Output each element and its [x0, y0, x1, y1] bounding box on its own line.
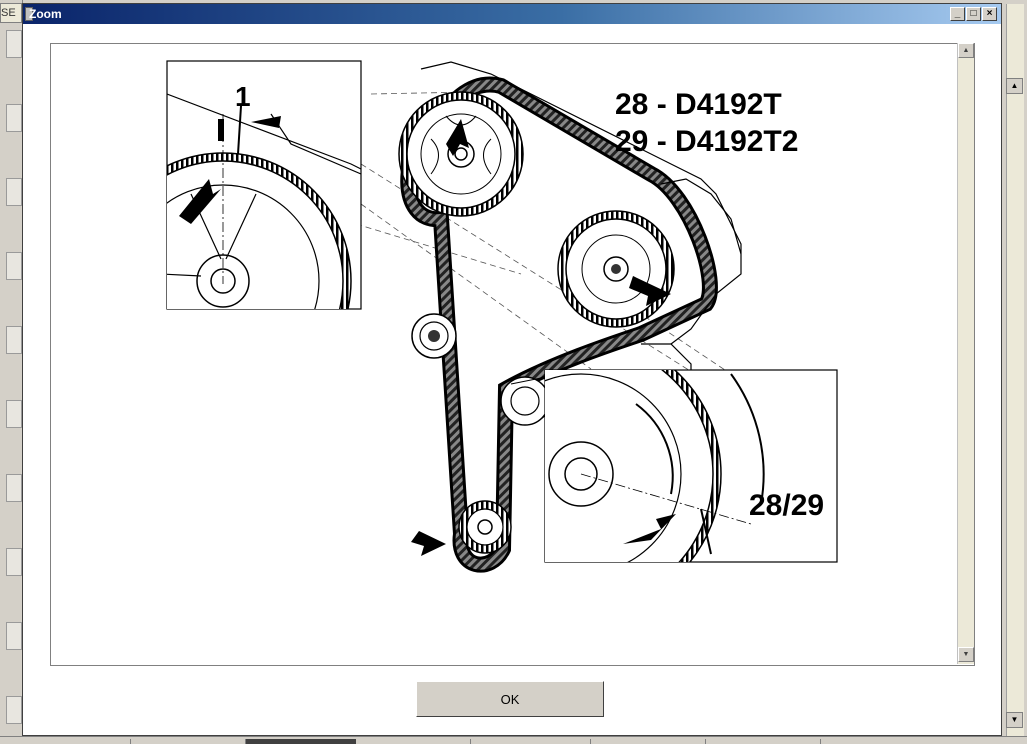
camshaft-gear-right	[557, 210, 675, 328]
label-28-29: 28/29	[749, 489, 824, 522]
close-button[interactable]: ×	[982, 7, 997, 21]
background-scroll-track[interactable]	[1006, 4, 1024, 736]
bottom-divider	[705, 739, 706, 744]
timing-belt	[400, 76, 718, 573]
background-stub	[6, 326, 22, 354]
background-stub	[6, 400, 22, 428]
bottom-divider	[470, 739, 471, 744]
minimize-icon: _	[954, 8, 961, 19]
maximize-icon: □	[970, 8, 977, 19]
scroll-down-arrow-icon[interactable]: ▼	[1006, 712, 1023, 728]
camshaft-gear-left	[398, 91, 524, 217]
bottom-divider	[130, 739, 131, 744]
ok-button[interactable]: OK	[416, 681, 604, 717]
background-stub	[6, 696, 22, 724]
background-app-scrollbar[interactable]: ▲ ▼	[1003, 0, 1027, 743]
inset-crankshaft-detail	[544, 369, 838, 563]
label-1: 1	[235, 81, 251, 112]
bottom-divider	[590, 739, 591, 744]
label-28-d4192t: 28 - D4192T	[615, 88, 782, 121]
scroll-down-icon[interactable]: ▼	[958, 647, 974, 662]
background-stub	[6, 30, 22, 58]
background-stub	[6, 622, 22, 650]
scroll-up-icon[interactable]: ▲	[958, 43, 974, 58]
background-stub	[6, 104, 22, 132]
viewport-scrollbar[interactable]: ▲ ▼	[957, 43, 974, 664]
maximize-button[interactable]: □	[966, 7, 981, 21]
background-tab-label: SE	[1, 7, 16, 19]
background-stub	[6, 548, 22, 576]
background-stub	[6, 474, 22, 502]
window-icon	[25, 7, 33, 21]
image-viewport[interactable]: 1 28/29 28 -	[50, 43, 975, 666]
zoom-dialog: Zoom _ □ ×	[22, 3, 1002, 736]
bottom-segment	[245, 739, 356, 744]
idler-pulley	[411, 313, 457, 359]
background-tab[interactable]: SE	[0, 3, 22, 23]
arrow-icons	[411, 119, 671, 556]
bottom-divider	[820, 739, 821, 744]
minimize-button[interactable]: _	[950, 7, 965, 21]
background-stub	[6, 252, 22, 280]
background-stub	[6, 178, 22, 206]
timing-belt-diagram: 1 28/29 28 -	[166, 60, 838, 573]
dialog-title: Zoom	[29, 7, 62, 21]
background-app-left-pane: SE	[0, 0, 23, 743]
background-app-bottom-bar	[0, 736, 1027, 744]
crankshaft-gear	[458, 500, 512, 554]
dialog-title-bar[interactable]: Zoom _ □ ×	[23, 4, 1001, 24]
inset-camshaft-detail	[166, 60, 362, 310]
scroll-up-arrow-icon[interactable]: ▲	[1006, 78, 1023, 94]
ok-button-label: OK	[500, 691, 520, 707]
label-29-d4192t2: 29 - D4192T2	[615, 125, 798, 158]
close-icon: ×	[986, 8, 993, 19]
